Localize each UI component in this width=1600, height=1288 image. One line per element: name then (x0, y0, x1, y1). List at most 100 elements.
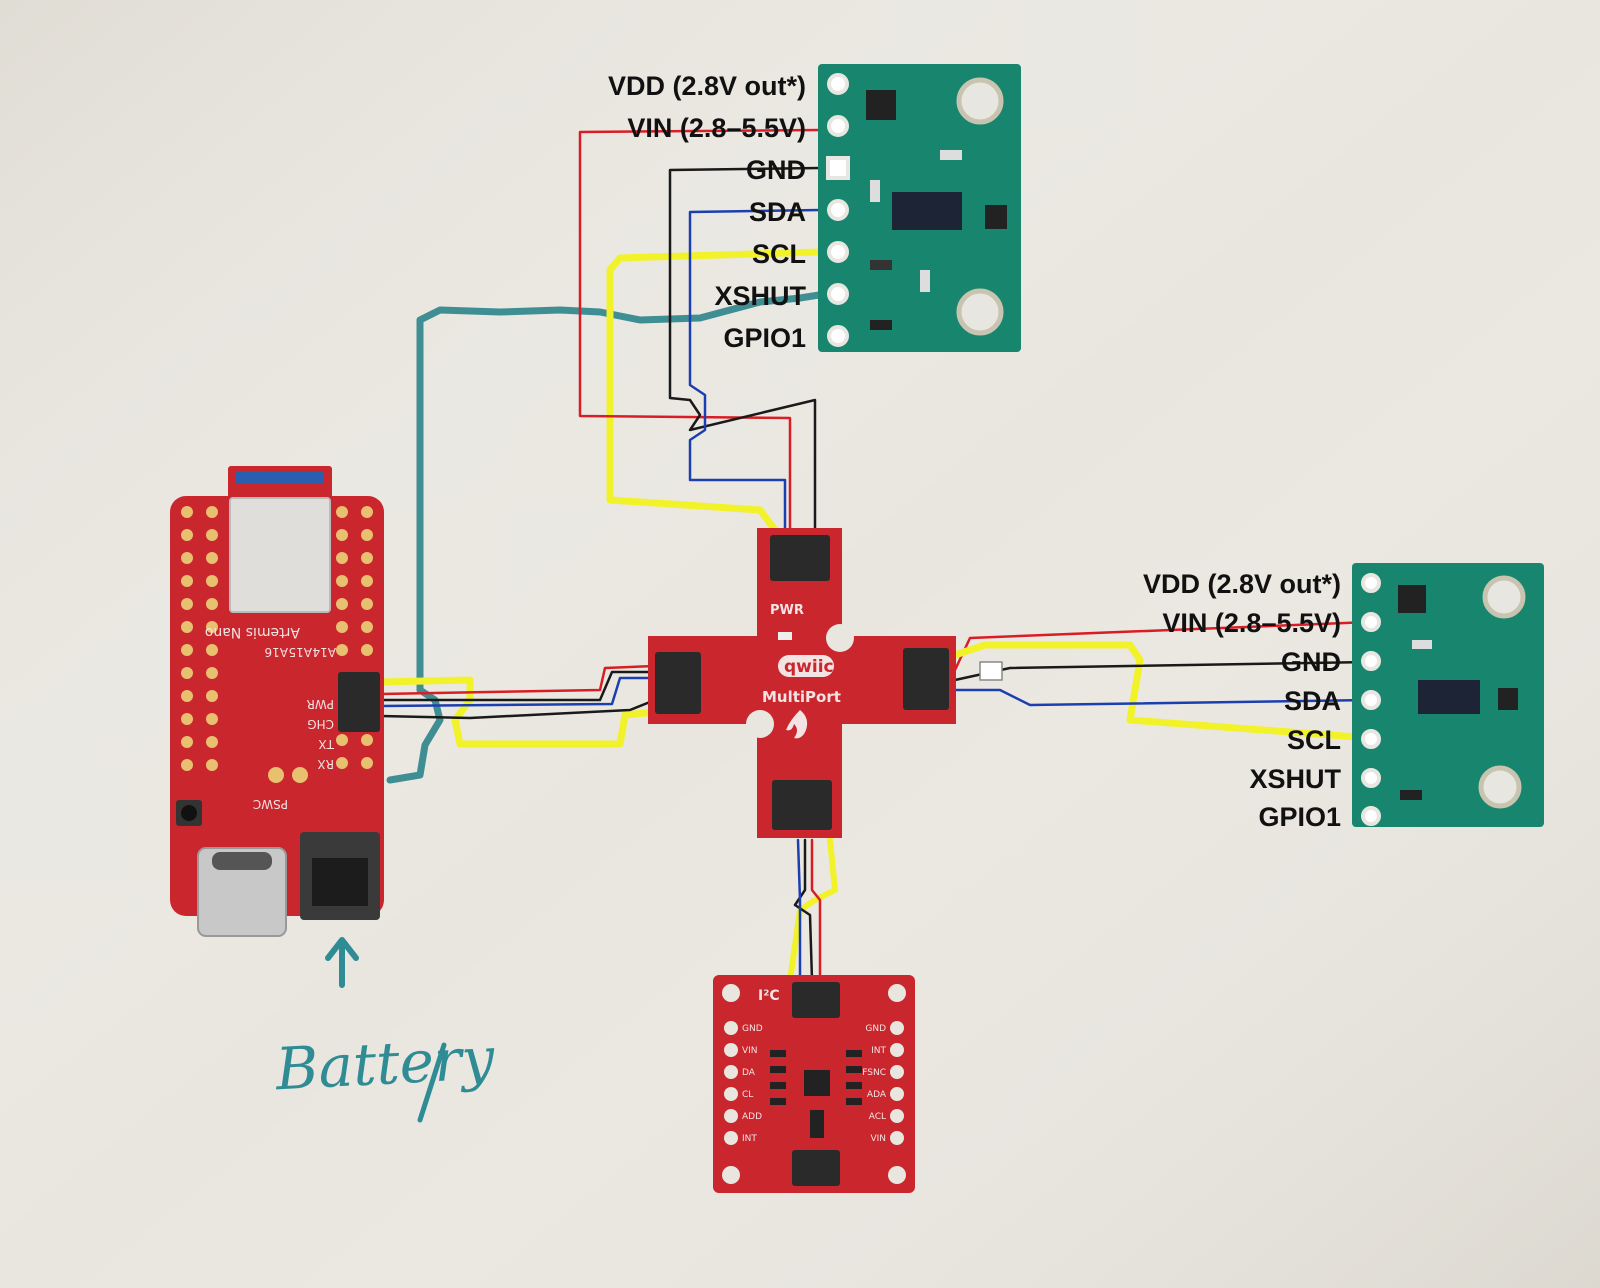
pin-hole-icon (206, 529, 218, 541)
pin-hole-icon (361, 552, 373, 564)
pin-hole-icon (724, 1087, 738, 1101)
blue-sda-wire-right (953, 688, 1372, 707)
imu-passives (770, 1050, 862, 1138)
imu-pin-gnd-right: GND (865, 1024, 886, 1034)
black-wire-bottom (793, 838, 814, 982)
smd-component-icon (846, 1066, 862, 1073)
artemis-pin-row-left (181, 506, 218, 771)
pin-hole-icon (1361, 651, 1381, 671)
pin-hole-icon (336, 598, 348, 610)
pin-hole-icon (181, 644, 193, 656)
pin-hole-icon (181, 621, 193, 633)
imu-i2c-label: I²C (758, 988, 780, 1004)
pin-hole-icon (181, 575, 193, 587)
pin-hole-icon (336, 506, 348, 518)
pin-hole-icon (336, 529, 348, 541)
pin-hole-icon (1361, 768, 1381, 788)
pin-label-vin: VIN (2.8–5.5V) (627, 113, 806, 143)
imu-pin-ada: ADA (867, 1090, 887, 1100)
pin-label-vin: VIN (2.8–5.5V) (1162, 608, 1341, 638)
pwr-led-icon (778, 632, 792, 640)
teal-xshut-wire (386, 288, 842, 784)
pin-hole-icon (206, 736, 218, 748)
smd-component-icon (846, 1082, 862, 1089)
battery-connector-slot-icon (312, 858, 368, 906)
mounting-hole-icon (826, 624, 854, 652)
imu-connector-bottom (792, 1150, 840, 1186)
pin-hole-icon (890, 1065, 904, 1079)
smd-component-icon (770, 1098, 786, 1105)
pin-hole-icon (206, 621, 218, 633)
pin-hole-icon (827, 241, 849, 263)
red-vin-wire-right (953, 620, 1372, 672)
imu-pin-cl: CL (742, 1090, 753, 1100)
pin-hole-icon (206, 598, 218, 610)
yellow-scl-wire-left (376, 676, 659, 748)
silk-tx: TX (318, 737, 335, 751)
up-arrow-icon (325, 937, 359, 988)
smd-component-icon (1412, 640, 1432, 649)
imu-pin-vin-right: VIN (870, 1134, 886, 1144)
imu-pin-int-right: INT (871, 1046, 886, 1056)
imu-chip-icon (804, 1070, 830, 1096)
red-vin-wire-left (378, 664, 657, 696)
imu-pin-da: DA (742, 1068, 756, 1078)
battery-label: Battery (273, 1024, 497, 1103)
mounting-hole-icon (722, 984, 740, 1002)
multiport-name-label: MultiPort (762, 688, 841, 706)
multiport-pcb (648, 528, 956, 838)
artemis-nano-board: Artemis Nano A16 A15 A14 PWR CHG TX RX P… (170, 466, 384, 937)
imu-connector-top (792, 982, 840, 1018)
imu-right-pins: GND INT FSNC ADA ACL VIN (862, 1021, 904, 1145)
sensor-1-pin-labels: VDD (2.8V out*) VIN (2.8–5.5V) GND SDA S… (608, 71, 807, 353)
pin-hole-icon (206, 575, 218, 587)
smd-component-icon (870, 320, 892, 330)
pin-hole-icon (724, 1109, 738, 1123)
silk-rx: RX (317, 757, 334, 771)
imu-left-pins: GND VIN DA CL ADD INT (724, 1021, 763, 1145)
imu-pin-vin: VIN (742, 1046, 758, 1056)
yellow-scl-wire-top (606, 248, 824, 534)
silk-a14: A14 (313, 645, 336, 659)
pin-hole-icon (827, 283, 849, 305)
smd-component-icon (985, 205, 1007, 229)
artemis-name-label: Artemis Nano (205, 624, 300, 640)
imu-pin-fsnc: FSNC (862, 1068, 886, 1078)
wires (376, 128, 1374, 983)
pin-hole-icon (181, 667, 193, 679)
multiport-connector-top (770, 535, 830, 581)
pin-hole-icon (827, 115, 849, 137)
smd-component-icon (846, 1098, 862, 1105)
blue-sda-wire-top (688, 208, 822, 537)
imu-pin-acl: ACL (869, 1112, 886, 1122)
antenna-strip-icon (236, 472, 324, 484)
silk-pswc: PSWC (253, 797, 288, 811)
pin-hole-icon (181, 552, 193, 564)
pin-hole-icon (361, 598, 373, 610)
red-wire-bottom (810, 838, 822, 982)
artemis-qwiic-connector (338, 672, 380, 732)
sensor-chip-icon (1418, 680, 1480, 714)
pswc-pad-icon (292, 767, 308, 783)
usb-c-opening-icon (212, 852, 272, 870)
multiport-qwiic-logo: qwiic (784, 657, 834, 677)
smd-component-icon (810, 1110, 824, 1138)
multiport-connector-left (655, 652, 701, 714)
pin-hole-icon (181, 506, 193, 518)
reset-button-cap-icon (181, 805, 197, 821)
silk-chg: CHG (307, 717, 334, 731)
sensor-2-pin-labels: VDD (2.8V out*) VIN (2.8–5.5V) GND SDA S… (1143, 569, 1342, 832)
artemis-module-icon (229, 497, 331, 613)
blue-wire-bottom (796, 838, 802, 982)
pin-hole-icon (206, 552, 218, 564)
pin-label-gnd: GND (1281, 647, 1341, 677)
smd-component-icon (870, 260, 892, 270)
pin-hole-icon (724, 1131, 738, 1145)
pin-hole-icon (336, 575, 348, 587)
pin-hole-icon (827, 199, 849, 221)
imu-pin-add: ADD (742, 1112, 762, 1122)
pin-hole-icon (724, 1065, 738, 1079)
pin-hole-icon (361, 506, 373, 518)
